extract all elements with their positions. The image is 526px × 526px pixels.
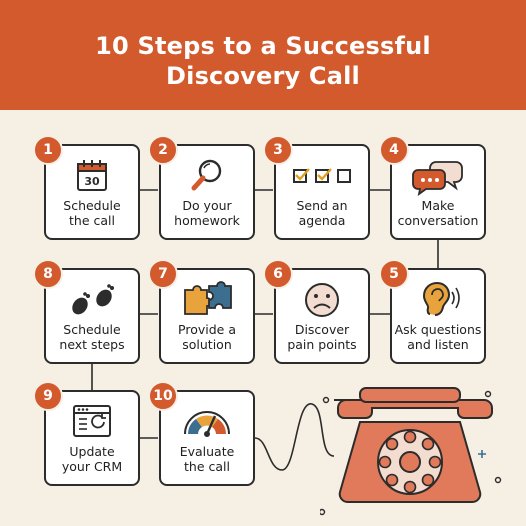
footprints-icon <box>46 280 138 320</box>
step-number-3: 3 <box>263 135 293 165</box>
step-5-line1: Ask questions <box>394 322 482 337</box>
step-9-line1: Update <box>69 444 115 459</box>
step-9-line2: your CRM <box>61 459 123 474</box>
page-title-line-1: 10 Steps to a Successful <box>95 32 431 60</box>
checkboxes-icon <box>276 156 368 196</box>
step-10-line2: the call <box>184 459 230 474</box>
step-5-line2: and listen <box>407 337 469 352</box>
step-3-line1: Send an <box>296 198 348 213</box>
step-number-9: 9 <box>33 381 63 411</box>
step-1-line2: the call <box>69 213 115 228</box>
step-4-line2: conversation <box>397 213 479 228</box>
telephone-illustration <box>320 387 502 516</box>
header-banner <box>0 0 526 110</box>
step-1-line1: Schedule <box>63 198 121 213</box>
step-7-line2: solution <box>182 337 232 352</box>
ear-icon <box>392 280 484 320</box>
step-2-line1: Do your <box>182 198 232 213</box>
gauge-icon <box>161 402 253 442</box>
step-6-line1: Discover <box>294 322 350 337</box>
step-number-5: 5 <box>379 259 409 289</box>
step-number-7: 7 <box>148 259 178 289</box>
step-8-line2: next steps <box>59 337 125 352</box>
step-3-line2: agenda <box>298 213 346 228</box>
step-6-line2: pain points <box>287 337 357 352</box>
step-number-8: 8 <box>33 259 63 289</box>
step-number-6: 6 <box>263 259 293 289</box>
step-number-4: 4 <box>379 135 409 165</box>
puzzle-icon <box>161 280 253 320</box>
magnifier-icon <box>161 156 253 196</box>
step-4-line1: Make <box>421 198 455 213</box>
calendar-icon: 30 <box>46 156 138 196</box>
step-number-10: 10 <box>148 381 178 411</box>
sad-face-icon <box>276 280 368 320</box>
step-10-line1: Evaluate <box>179 444 235 459</box>
browser-refresh-icon <box>46 402 138 442</box>
step-number-1: 1 <box>33 135 63 165</box>
calendar-day: 30 <box>84 175 100 188</box>
speech-bubbles-icon <box>392 156 484 196</box>
step-2-line2: homework <box>174 213 240 228</box>
step-7-line1: Provide a <box>178 322 236 337</box>
page-title-line-2: Discovery Call <box>166 62 360 90</box>
step-8-line1: Schedule <box>63 322 121 337</box>
step-number-2: 2 <box>148 135 178 165</box>
